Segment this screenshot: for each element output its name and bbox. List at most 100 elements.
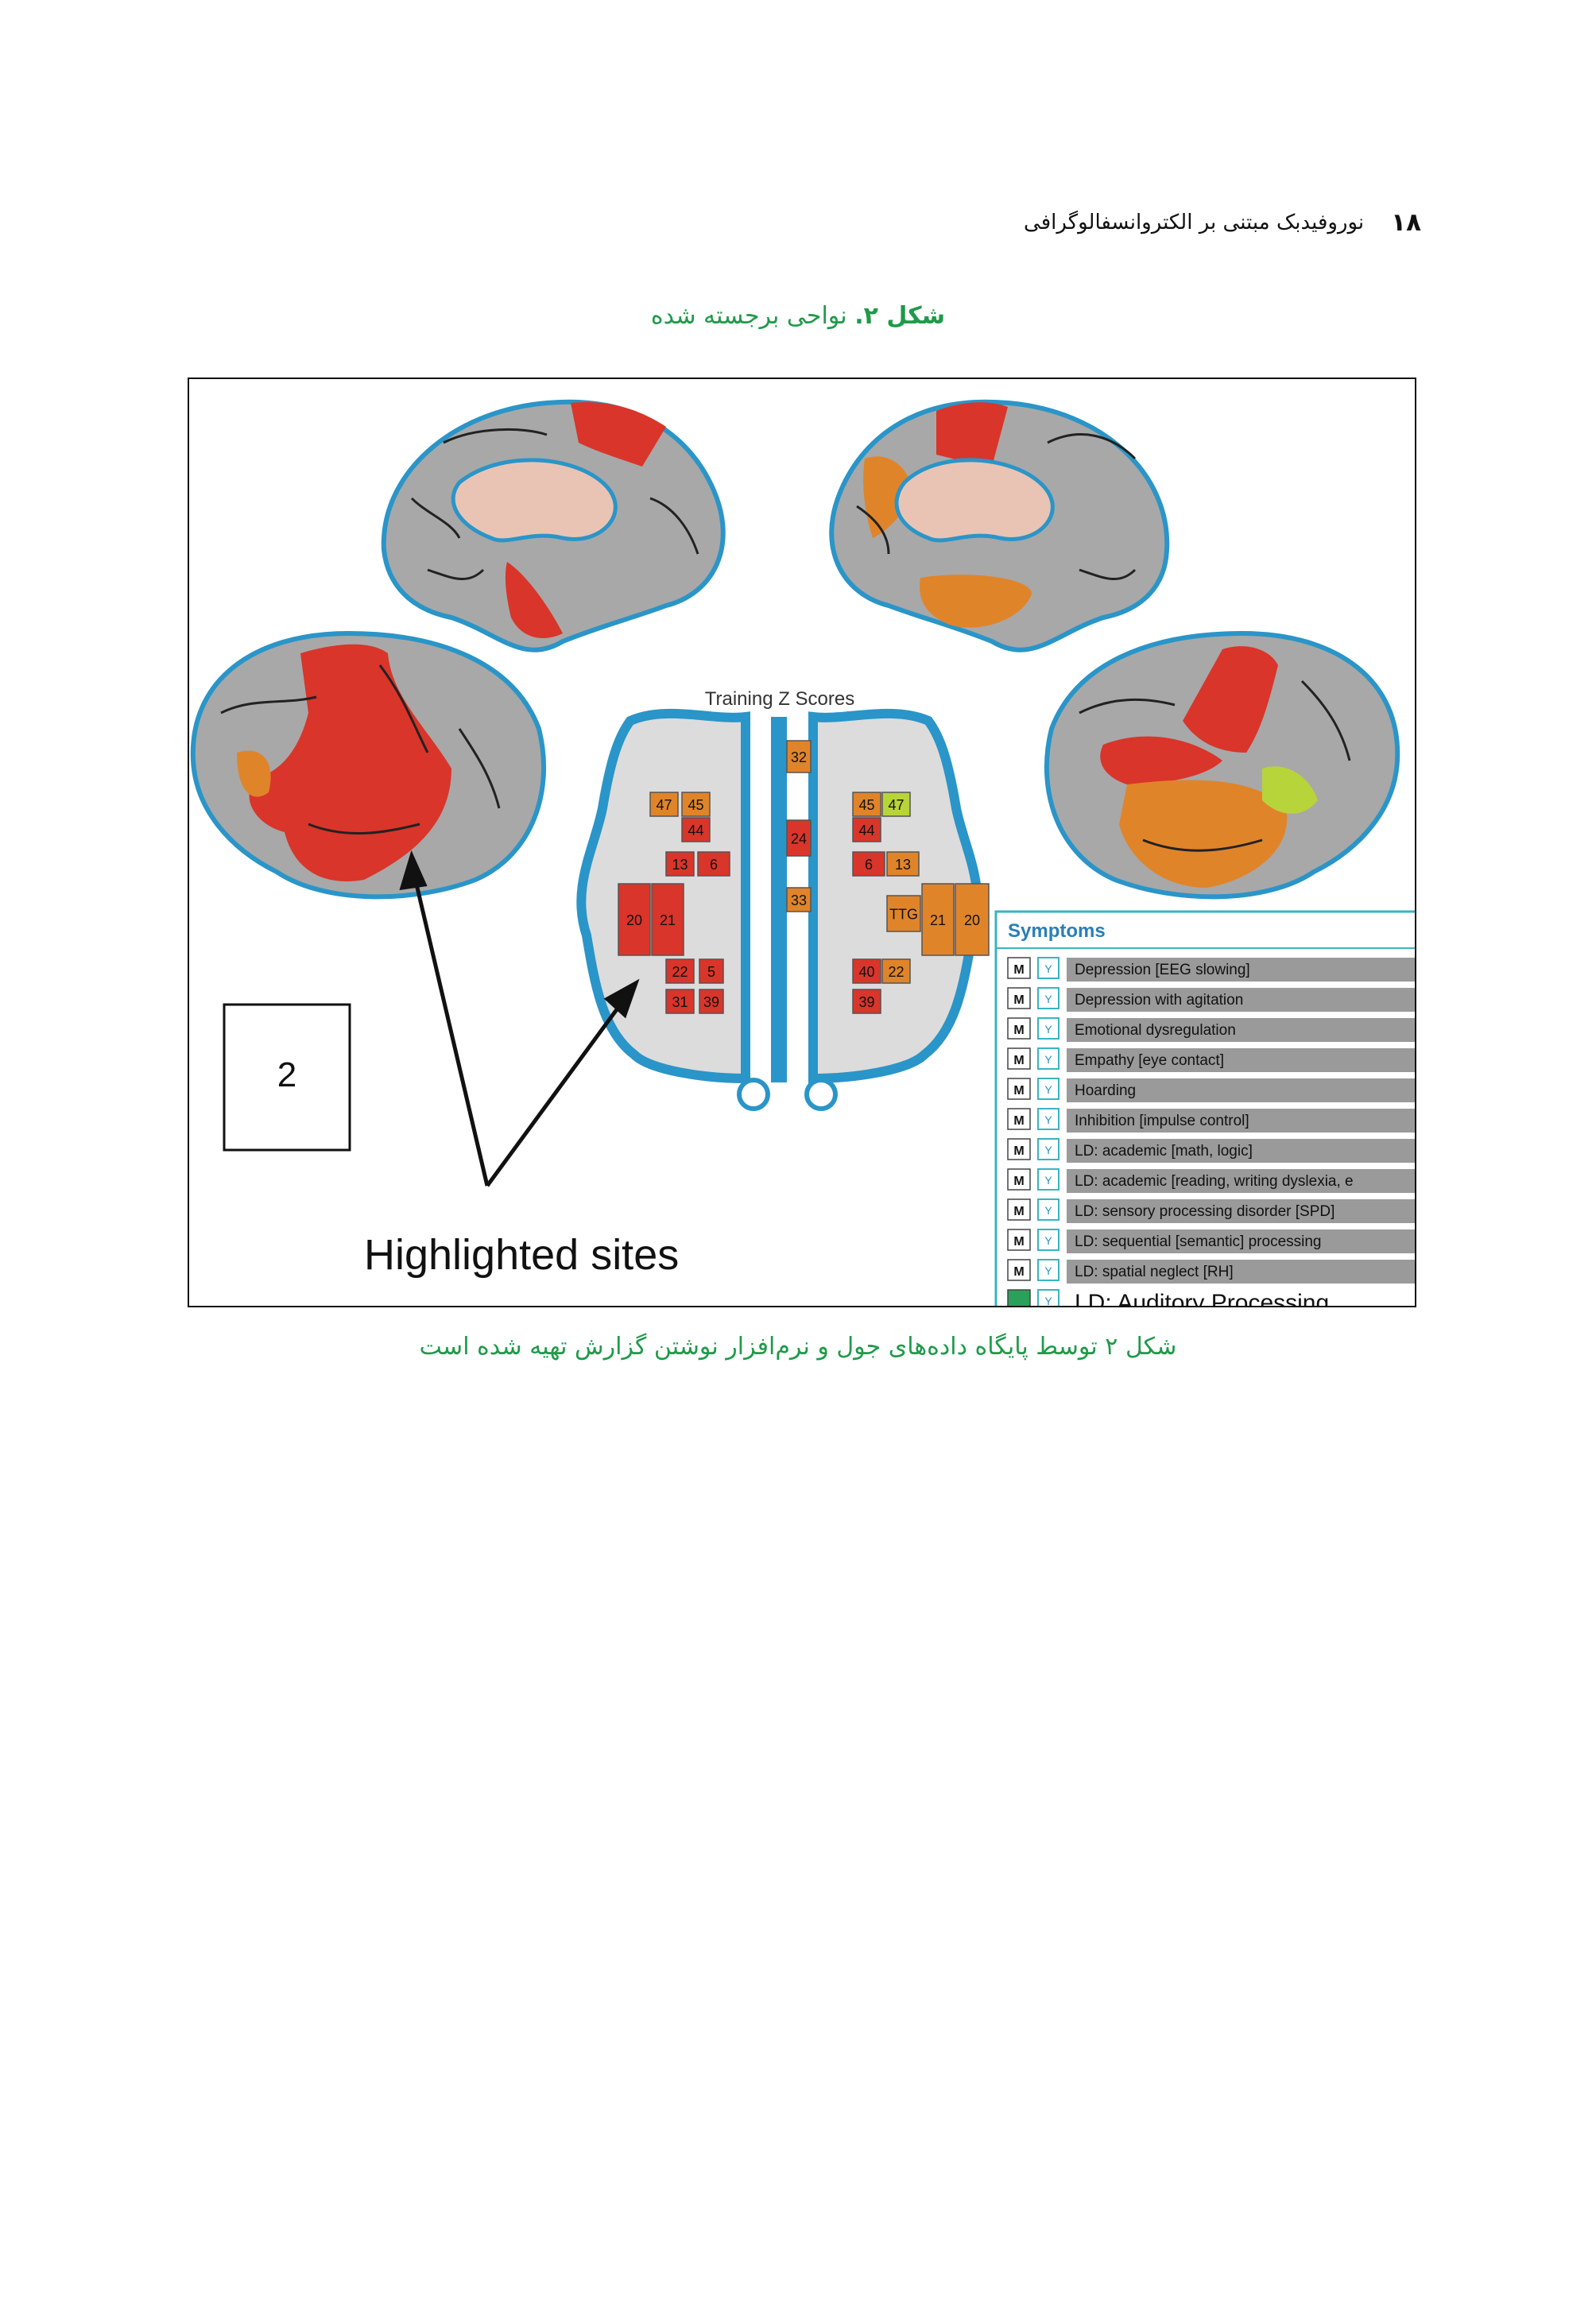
symptom-y-label: Y	[1044, 1083, 1052, 1096]
symptom-y-button[interactable]	[1037, 1289, 1059, 1307]
head-map-right-cell-label: 45	[858, 797, 874, 813]
symptom-m-button[interactable]	[1007, 1168, 1031, 1191]
head-map-right-cell-label: 40	[858, 964, 874, 980]
symptom-m-button[interactable]	[1007, 1289, 1031, 1307]
symptom-bar	[1067, 1048, 1415, 1072]
head-map-right-cell: 39	[852, 989, 881, 1014]
lateral-brain-right	[1044, 630, 1400, 900]
figure-title: شکل ۲. نواحی برجسته شده	[0, 302, 1596, 330]
head-map-right-cell: TTG	[886, 895, 921, 932]
symptom-y-button[interactable]	[1037, 1017, 1059, 1040]
symptom-m-button[interactable]	[1007, 1259, 1031, 1281]
symptom-m-button[interactable]	[1007, 1138, 1031, 1160]
symptom-m-button[interactable]	[1007, 1229, 1031, 1251]
book-title: نوروفیدبک مبتنی بر الکتروانسفالوگرافی	[1024, 211, 1365, 234]
symptom-y-button[interactable]	[1037, 1047, 1059, 1070]
symptom-label: LD: academic [math, logic]	[1075, 1143, 1253, 1160]
head-map-left-cell-label: 22	[672, 964, 688, 980]
head-map-right-cell: 21	[921, 883, 955, 956]
head-map-right-cell-label: 6	[865, 857, 873, 873]
symptom-y-button[interactable]	[1037, 987, 1059, 1009]
head-map-mid-cell-label: 32	[791, 749, 807, 765]
symptom-m-button[interactable]	[1007, 957, 1031, 979]
annotation-arrows	[399, 850, 640, 1187]
head-map-right-cell-label: 44	[858, 823, 874, 838]
head-map-right-cell: 44	[852, 817, 881, 842]
symptom-bar	[1067, 1139, 1415, 1163]
head-map-left-cell-label: 13	[672, 857, 688, 873]
head-map-left-cell: 13	[665, 851, 695, 877]
head-map-right-cell: 13	[886, 851, 920, 877]
symptom-y-button[interactable]	[1037, 1259, 1059, 1281]
head-map-left-cell: 44	[681, 817, 711, 842]
symptom-bar	[1067, 1018, 1415, 1042]
medial-brain-left	[381, 399, 726, 652]
page-number: ۱۸	[1391, 208, 1421, 237]
symptom-m-button[interactable]	[1007, 1078, 1031, 1100]
ear-right	[804, 1078, 838, 1111]
symptom-y-label: Y	[1044, 1174, 1052, 1187]
symptom-label: LD: sequential [semantic] processing	[1075, 1233, 1322, 1250]
figure-label: شکل ۲.	[854, 302, 946, 330]
symptom-label: LD: sensory processing disorder [SPD]	[1075, 1203, 1335, 1220]
symptom-bar	[1067, 1260, 1415, 1284]
symptom-label: LD: academic [reading, writing dyslexia,…	[1075, 1173, 1354, 1190]
symptom-m-button[interactable]	[1007, 1047, 1031, 1070]
symptom-m-label: M	[1013, 1114, 1024, 1128]
symptom-row[interactable]: M Y Hoarding	[1007, 1078, 1416, 1102]
head-map-left-cell-label: 47	[656, 797, 672, 813]
symptom-label: LD: Auditory Processing	[1075, 1290, 1329, 1307]
symptom-y-button[interactable]	[1037, 1198, 1059, 1221]
head-map-left-cell-label: 44	[688, 823, 703, 838]
symptom-bar	[1067, 1229, 1415, 1253]
symptom-y-button[interactable]	[1037, 1168, 1059, 1191]
head-map-right-cell: 20	[955, 883, 990, 956]
figure-caption: شکل ۲ توسط پایگاه داده‌های جول و نرم‌افز…	[419, 1333, 1177, 1361]
symptom-y-button[interactable]	[1037, 1078, 1059, 1100]
head-map-right-cell: 6	[852, 851, 885, 877]
symptom-m-button[interactable]	[1007, 1198, 1031, 1221]
head-map-right-cell: 40	[852, 958, 881, 984]
symptom-y-button[interactable]	[1037, 1108, 1059, 1130]
symptom-y-label: Y	[1044, 962, 1052, 975]
symptom-m-button[interactable]	[1007, 987, 1031, 1009]
head-map-left-cell: 31	[665, 989, 695, 1014]
symptom-y-button[interactable]	[1037, 1138, 1059, 1160]
figure-title-text: نواحی برجسته شده	[650, 302, 855, 330]
head-map-right-cell: 45	[852, 792, 881, 817]
head-map-right-cell-label: 47	[888, 797, 904, 813]
head-map-left-cell-label: 5	[707, 964, 715, 980]
symptom-label: Depression with agitation	[1075, 992, 1243, 1009]
symptom-m-label: M	[1013, 1084, 1024, 1098]
head-map-mid-cell: 33	[786, 887, 812, 912]
highlighted-sites-label: Highlighted sites	[364, 1231, 679, 1279]
figure-number-badge: 2	[277, 1055, 296, 1094]
symptom-m-label: M	[1013, 1144, 1024, 1158]
head-map-left-cell-label: 31	[672, 994, 688, 1010]
head-map-left-cell-label: 39	[703, 994, 719, 1010]
symptom-y-button[interactable]	[1037, 1229, 1059, 1251]
symptom-label: Hoarding	[1075, 1082, 1136, 1099]
head-map-mid-cell: 24	[786, 819, 812, 857]
symptom-y-button[interactable]	[1037, 957, 1059, 979]
symptom-m-button[interactable]	[1007, 1108, 1031, 1130]
ear-left	[737, 1078, 770, 1111]
symptom-m-button[interactable]	[1007, 1017, 1031, 1040]
training-z-scores-heading: Training Z Scores	[705, 688, 855, 710]
head-map-left-cell-label: 6	[710, 857, 718, 873]
head-map-left-cell: 45	[681, 792, 711, 817]
